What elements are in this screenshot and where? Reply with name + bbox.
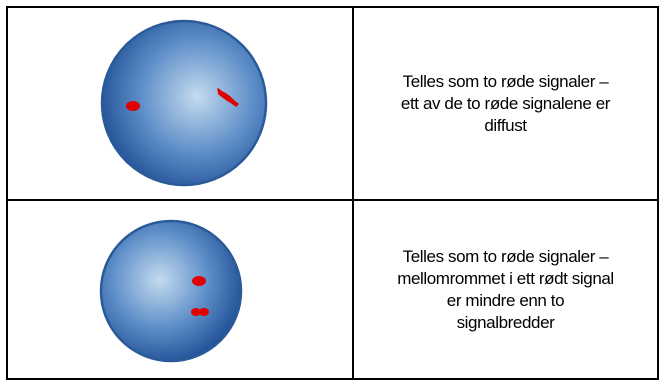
row-2-text-cell: Telles som to røde signaler – mellomromm… — [354, 201, 657, 378]
cell-illustration-1 — [100, 19, 268, 187]
red-signal-split-part-b — [199, 308, 209, 316]
red-signal — [126, 101, 140, 111]
row-1-image-cell — [8, 8, 352, 199]
red-signal-diffuse — [217, 88, 239, 107]
caption-line: mellomrommet i ett rødt signal — [397, 268, 614, 288]
cell-illustration-2 — [99, 219, 243, 363]
cell-nucleus — [99, 219, 243, 363]
row-divider — [8, 199, 657, 201]
signal-table: Telles som to røde signaler – ett av de … — [6, 6, 659, 380]
row-2-caption: Telles som to røde signaler – mellomromm… — [361, 246, 651, 334]
caption-line: er mindre enn to — [446, 290, 565, 310]
caption-line: ett av de to røde signalene er — [400, 93, 611, 113]
red-signal — [192, 276, 206, 286]
cell-nucleus — [100, 19, 268, 187]
row-1-text-cell: Telles som to røde signaler – ett av de … — [354, 8, 657, 199]
column-divider — [352, 8, 354, 378]
red-signal-split-part-a — [191, 308, 201, 316]
caption-line: Telles som to røde signaler – — [402, 71, 609, 91]
row-1-caption: Telles som to røde signaler – ett av de … — [361, 71, 651, 137]
caption-line: signalbredder — [456, 312, 555, 332]
caption-line: diffust — [484, 115, 527, 135]
caption-line: Telles som to røde signaler – — [402, 246, 609, 266]
row-2-image-cell — [8, 201, 352, 378]
